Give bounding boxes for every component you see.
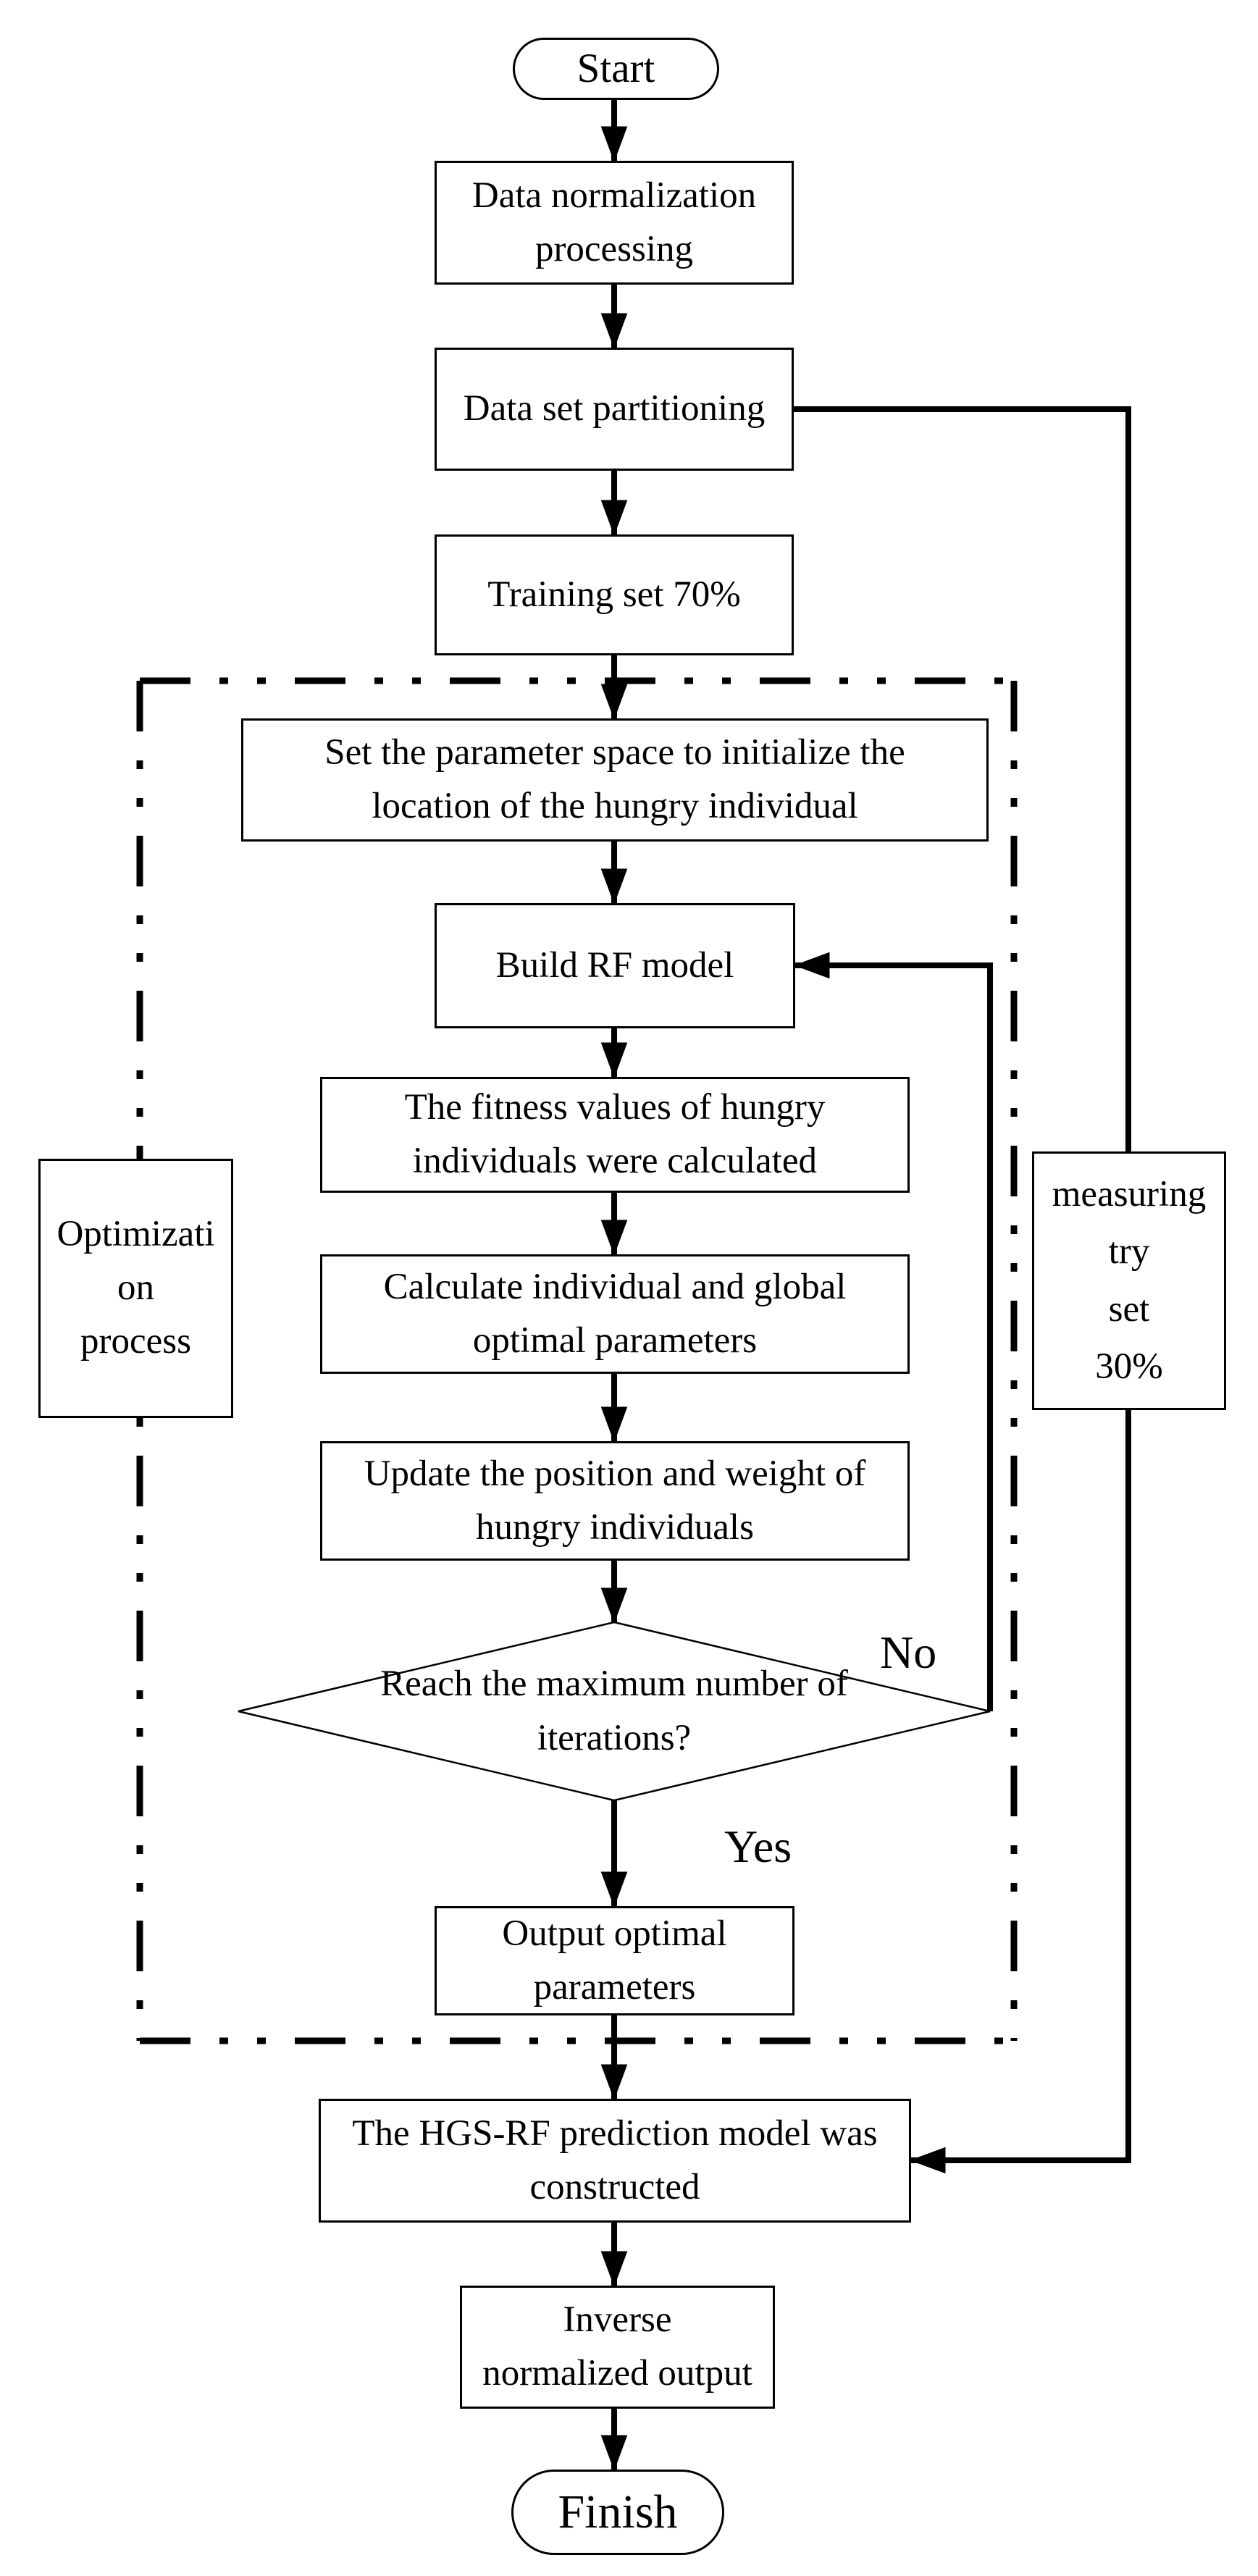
- node-finish: Finish: [511, 2470, 724, 2555]
- node-label-line: parameters: [533, 1966, 696, 2007]
- node-label-line: Calculate individual and global: [383, 1266, 847, 1307]
- node-update-position: Update the position and weight of hungry…: [320, 1441, 910, 1561]
- node-build-rf-model: Build RF model: [435, 903, 795, 1028]
- node-label-line: Set the parameter space to initialize th…: [324, 732, 905, 773]
- node-label-line: processing: [534, 228, 694, 269]
- node-label-line: Reach the maximum number of: [380, 1663, 848, 1704]
- node-label-line: process: [80, 1320, 191, 1362]
- node-label-line: individuals were calculated: [413, 1141, 817, 1181]
- edge-label-no: No: [880, 1627, 937, 1678]
- node-label-line: Training set 70%: [487, 574, 741, 615]
- node-label-line: measuring: [1052, 1174, 1207, 1215]
- node-label-line: Build RF model: [495, 944, 734, 986]
- node-calculate-optimal: Calculate individual and global optimal …: [320, 1254, 910, 1374]
- node-label-line: hungry individuals: [476, 1506, 754, 1548]
- node-label-line: set: [1108, 1288, 1150, 1330]
- node-max-iterations-decision: Reach the maximum number of iterations?: [310, 1656, 918, 1766]
- node-measuring-set-label: measuring try set 30%: [1032, 1151, 1226, 1410]
- node-label-line: Data set partitioning: [463, 388, 766, 429]
- node-start-label: Start: [576, 45, 655, 91]
- node-output-parameters: Output optimal parameters: [435, 1906, 794, 2015]
- node-label-line: normalized output: [482, 2353, 752, 2394]
- node-label-line: 30%: [1095, 1346, 1163, 1387]
- edge-label-yes: Yes: [724, 1821, 792, 1872]
- node-label-line: Update the position and weight of: [364, 1453, 866, 1494]
- node-set-parameter-space: Set the parameter space to initialize th…: [241, 718, 989, 842]
- node-label-line: The HGS-RF prediction model was: [352, 2113, 878, 2154]
- node-label-line: The fitness values of hungry: [404, 1087, 826, 1128]
- node-label-line: location of the hungry individual: [372, 786, 858, 826]
- node-inverse-output: Inverse normalized output: [460, 2286, 775, 2409]
- node-label-line: constructed: [529, 2166, 700, 2207]
- node-finish-label: Finish: [558, 2485, 678, 2539]
- node-fitness-values: The fitness values of hungry individuals…: [320, 1077, 910, 1193]
- node-label-line: iterations?: [537, 1718, 692, 1758]
- node-label-line: Output optimal: [502, 1913, 727, 1954]
- node-training-set: Training set 70%: [435, 534, 794, 655]
- optimization-region-border: [136, 677, 1018, 2044]
- edge-no-feedback-to-build-rf: [794, 952, 993, 1711]
- node-label-line: Optimizati: [56, 1214, 215, 1255]
- node-label-line: try: [1108, 1231, 1150, 1272]
- node-optimization-region-label: Optimizati on process: [38, 1159, 233, 1418]
- node-label-line: Data normalization: [471, 175, 757, 216]
- node-label-line: Inverse: [563, 2299, 672, 2341]
- node-label-line: optimal parameters: [472, 1320, 758, 1361]
- node-start: Start: [513, 38, 719, 100]
- node-data-normalization: Data normalization processing: [435, 161, 794, 285]
- node-label-line: on: [117, 1267, 154, 1309]
- node-hgs-rf-model: The HGS-RF prediction model was construc…: [319, 2099, 911, 2223]
- node-data-set-partitioning: Data set partitioning: [435, 348, 794, 471]
